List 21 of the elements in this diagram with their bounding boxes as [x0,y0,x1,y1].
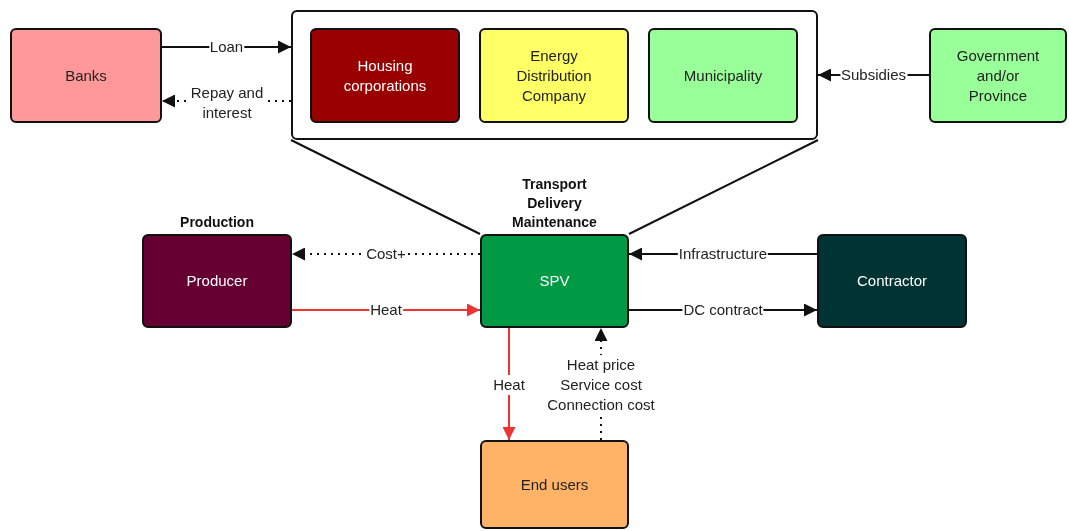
process-box [480,440,629,529]
process-box [648,28,798,123]
process-box [479,28,629,123]
node-label: Municipality [683,65,763,86]
edge-label: Heat [492,375,526,395]
node-label: Energy Distribution Company [515,45,593,106]
connector-line [290,139,819,235]
process-box [817,234,967,328]
node-label: Contractor [857,271,927,291]
node-caption: Transport Delivery Maintenance [511,175,598,232]
process-box [310,28,460,123]
node-label: Banks [65,65,107,86]
process-box [929,28,1067,123]
node-label: SPV [539,271,570,291]
node-label: End users [520,474,589,495]
process-box [10,28,162,123]
node-label: Housing corporations [342,55,428,96]
node-label: Producer [186,271,248,291]
node-label: Government and/or Province [955,45,1041,106]
group-frame [291,10,818,140]
node-caption: Production [179,213,255,232]
